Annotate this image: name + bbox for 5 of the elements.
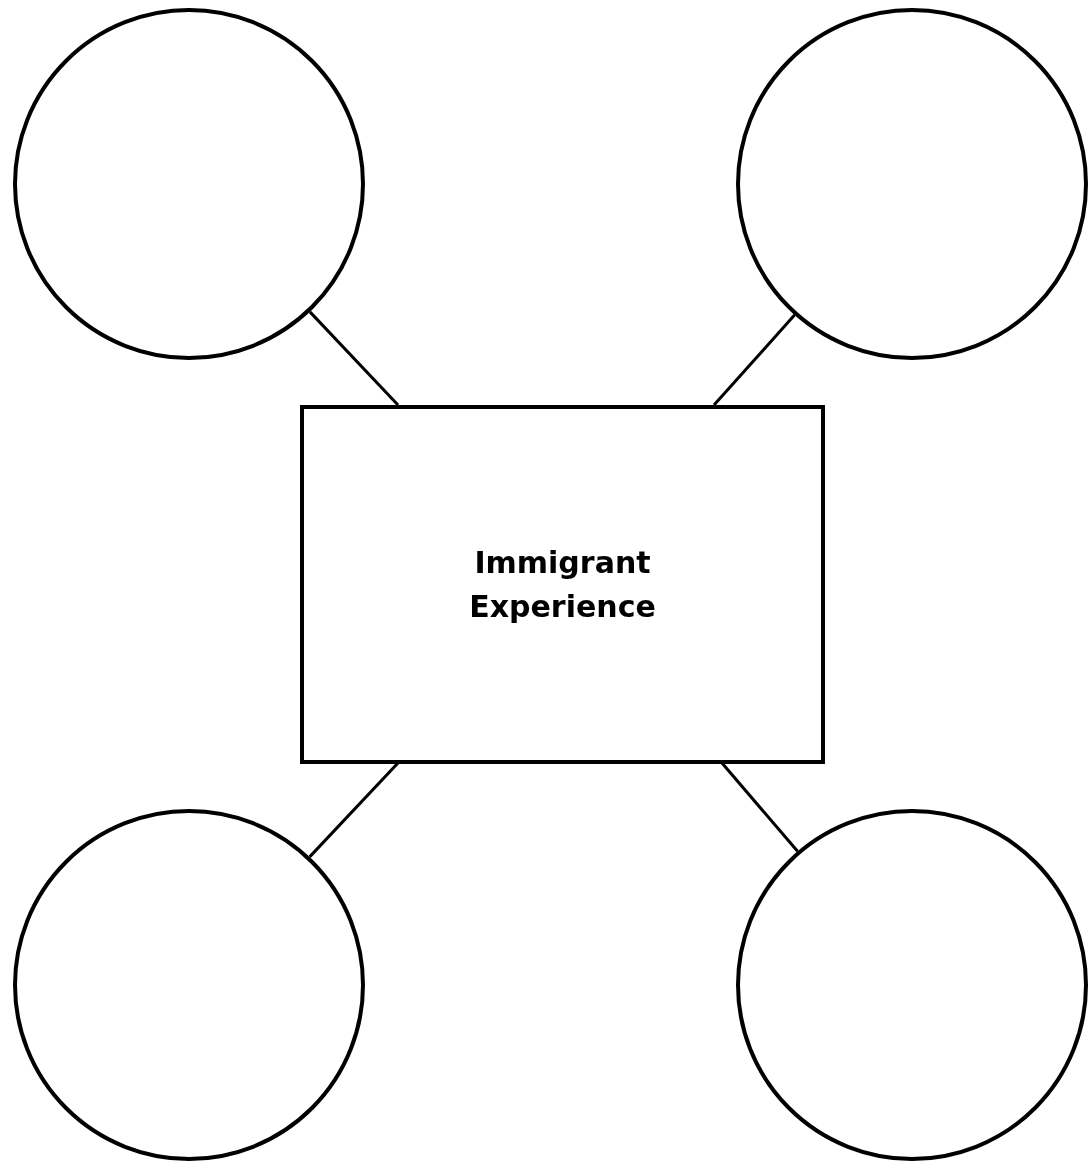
topic-box (300, 405, 825, 764)
connector-line (712, 314, 796, 406)
topic-label: Immigrant Experience (468, 543, 657, 626)
connector-line (308, 310, 400, 407)
connector-line (720, 762, 799, 853)
